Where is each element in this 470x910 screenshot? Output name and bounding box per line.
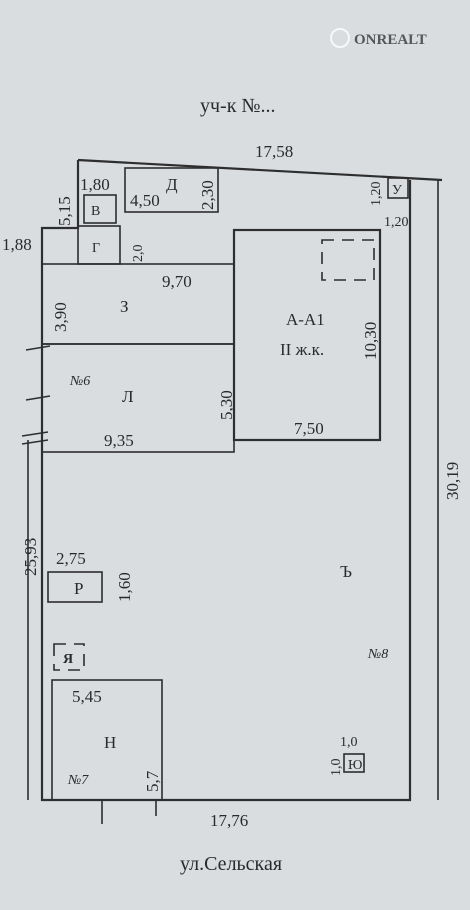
- building-l: [41, 343, 235, 453]
- building-g-height: 2,0: [131, 245, 146, 263]
- building-n-label: Н: [104, 733, 116, 752]
- building-d-width: 4,50: [130, 191, 160, 210]
- building-z-height: 3,90: [51, 302, 70, 332]
- building-z-width: 9,70: [162, 272, 192, 291]
- neighbor-plot-label: уч-к №...: [200, 95, 276, 117]
- building-d-height: 2,30: [198, 180, 217, 210]
- left-dim-tick-1: [21, 431, 49, 437]
- building-d: [124, 167, 219, 213]
- building-z-label: З: [120, 297, 129, 316]
- main-dashed-outline: [321, 239, 375, 281]
- building-ya-label: Я: [63, 652, 73, 667]
- top-width-dim: 17,58: [255, 142, 293, 161]
- building-l-number: №6: [69, 374, 90, 389]
- building-main: [232, 228, 382, 442]
- building-n-width: 5,45: [72, 687, 102, 706]
- building-n: [51, 679, 163, 801]
- bottom-width-dim: 17,76: [210, 811, 248, 830]
- building-l-width: 9,35: [104, 431, 134, 450]
- building-l-label: Л: [122, 387, 134, 406]
- building-u-label: У: [392, 183, 402, 198]
- building-r: [47, 571, 103, 603]
- building-u: [387, 177, 409, 199]
- building-r-width: 2,75: [56, 549, 86, 568]
- building-n-number: №7: [67, 773, 89, 788]
- building-g-label: Г: [92, 241, 100, 256]
- left-dim-tick-2: [21, 439, 49, 445]
- building-l-height: 5,30: [217, 390, 236, 420]
- building-v: [83, 194, 117, 224]
- plot-top-border: [77, 158, 443, 182]
- building-u-width: 1,20: [384, 215, 409, 230]
- building-r-height: 1,60: [115, 572, 134, 602]
- building-v-label: В: [91, 204, 100, 219]
- building-u-height: 1,20: [369, 182, 384, 207]
- building-yu-width: 1,0: [340, 735, 358, 750]
- building-r-label: Р: [74, 579, 83, 598]
- building-yu: [343, 753, 365, 773]
- yard-number: №8: [367, 647, 388, 662]
- building-main-sublabel: II ж.к.: [280, 340, 324, 359]
- watermark-brand: ONREALT: [354, 32, 427, 48]
- left-height-dim: 25,93: [21, 538, 40, 576]
- l-tick-2: [25, 395, 51, 401]
- building-main-width: 7,50: [294, 419, 324, 438]
- plot-outline: [40, 160, 412, 802]
- yard-label: Ъ: [340, 562, 352, 581]
- building-yu-height: 1,0: [329, 759, 344, 777]
- building-yu-label: Ю: [348, 758, 362, 773]
- building-z: [41, 263, 235, 345]
- building-ya: [53, 643, 85, 671]
- g-offset-dim: 1,88: [2, 235, 32, 254]
- top-left-height-dim: 5,15: [55, 196, 74, 226]
- building-main-label: А-А1: [286, 310, 325, 329]
- building-main-height: 10,30: [361, 322, 380, 360]
- street-label: ул.Сельская: [180, 853, 282, 875]
- l-tick-1: [25, 345, 51, 351]
- building-v-width: 1,80: [80, 175, 110, 194]
- building-n-height: 5,7: [143, 770, 162, 792]
- building-d-label: Д: [166, 175, 178, 194]
- right-height-dim: 30,19: [443, 462, 462, 500]
- watermark: ONREALT: [330, 28, 427, 48]
